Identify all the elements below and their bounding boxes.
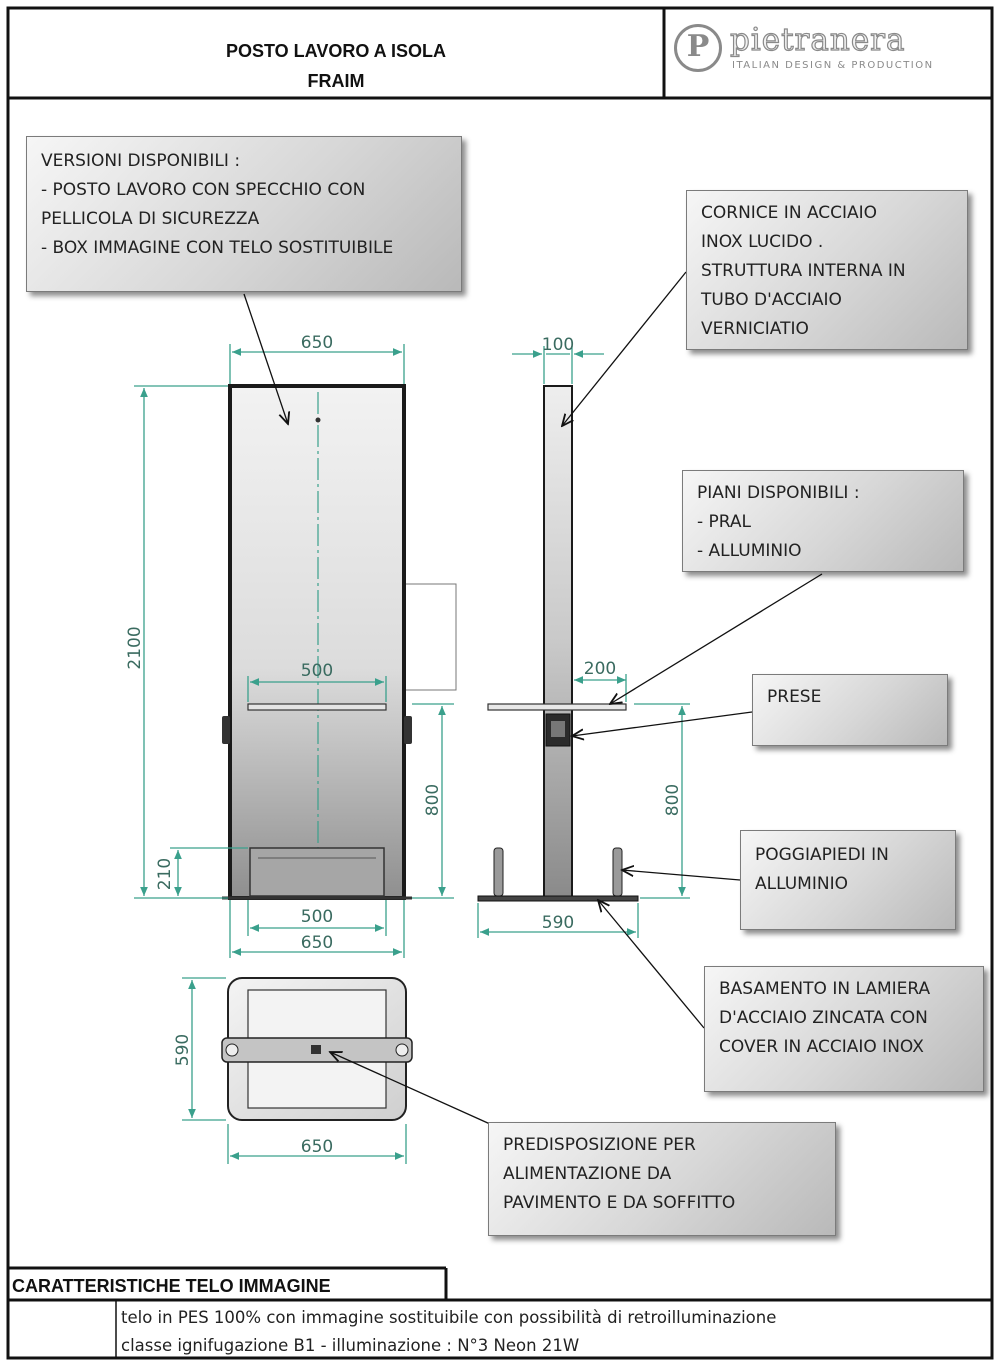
dim-shelf-width: 500 xyxy=(301,661,333,681)
callout-line: VERNICIATIO xyxy=(701,319,809,339)
specs-line-2: classe ignifugazione B1 - illuminazione … xyxy=(121,1336,580,1355)
side-base xyxy=(477,895,639,902)
callout-line: ALIMENTAZIONE DA xyxy=(503,1164,672,1184)
callout-line: - PRAL xyxy=(697,512,752,532)
callout-line: CORNICE IN ACCIAIO xyxy=(701,203,878,223)
pietranera-p-logo-icon: P xyxy=(674,24,722,72)
callout-line: D'ACCIAIO ZINCATA CON xyxy=(719,1008,928,1028)
dim-plan-depth: 590 xyxy=(173,1034,193,1066)
dim-plan-width: 650 xyxy=(301,1137,333,1157)
dim-side-shelf: 200 xyxy=(584,659,616,679)
side-shelf xyxy=(487,703,627,711)
callout-line: POGGIAPIEDI IN xyxy=(755,845,889,865)
plan-view xyxy=(221,977,413,1121)
title-line-1: POSTO LAVORO A ISOLA xyxy=(225,41,447,61)
specs-heading: CARATTERISTICHE TELO IMMAGINE xyxy=(12,1276,331,1296)
side-view xyxy=(477,385,639,902)
callout-line: VERSIONI DISPONIBILI : xyxy=(41,151,241,171)
callout-line: PRESE xyxy=(767,687,822,707)
dim-side-depth: 100 xyxy=(542,335,574,355)
leader-cornice xyxy=(562,271,687,426)
front-view xyxy=(222,384,457,900)
callout-line: STRUTTURA INTERNA IN xyxy=(701,261,906,281)
leader-predisposizione xyxy=(330,1052,491,1125)
dim-base-width: 650 xyxy=(301,933,333,953)
side-dimension-lines xyxy=(477,346,690,938)
sheet-frame xyxy=(6,6,994,1360)
leader-piani xyxy=(610,573,823,704)
callout-line: PREDISPOSIZIONE PER xyxy=(503,1135,696,1155)
side-footrest-left xyxy=(493,847,504,897)
leader-arrows xyxy=(243,271,823,1125)
plan-dimension-lines xyxy=(182,977,407,1164)
drawing-title: POSTO LAVORO A ISOLA FRAIM xyxy=(10,10,662,96)
callout-line: INOX LUCIDO . xyxy=(701,232,824,252)
callout-line: PAVIMENTO E DA SOFFITTO xyxy=(503,1193,736,1213)
callout-line: PELLICOLA DI SICUREZZA xyxy=(41,209,260,229)
company-logo: P pietranera ITALIAN DESIGN & PRODUCTION xyxy=(668,10,990,96)
callout-line: TUBO D'ACCIAIO xyxy=(701,290,842,310)
logo-brand: pietranera xyxy=(729,21,906,58)
callout-basamento: BASAMENTO IN LAMIERA D'ACCIAIO ZINCATA C… xyxy=(704,966,984,1092)
plan-socket xyxy=(311,1045,321,1054)
dim-front-height: 2100 xyxy=(125,626,145,669)
side-footrest-right xyxy=(612,847,623,897)
callout-poggiapiedi: POGGIAPIEDI IN ALLUMINIO xyxy=(740,830,956,930)
dim-shelf-height: 800 xyxy=(423,784,443,816)
logo-tagline: ITALIAN DESIGN & PRODUCTION xyxy=(732,60,934,71)
callout-line: ALLUMINIO xyxy=(755,874,848,894)
front-panel xyxy=(228,384,406,900)
side-post xyxy=(543,385,573,899)
dim-side-shelf-height: 800 xyxy=(663,784,683,816)
leader-basamento xyxy=(598,900,705,1029)
callout-prese: PRESE xyxy=(752,674,948,746)
title-line-2: FRAIM xyxy=(307,71,365,91)
callout-line: - BOX IMMAGINE CON TELO SOSTITUIBILE xyxy=(41,238,394,258)
callout-versioni: VERSIONI DISPONIBILI : - POSTO LAVORO CO… xyxy=(26,136,462,292)
callout-line: COVER IN ACCIAIO INOX xyxy=(719,1037,924,1057)
callout-predisposizione: PREDISPOSIZIONE PER ALIMENTAZIONE DA PAV… xyxy=(488,1122,836,1236)
callout-line: PIANI DISPONIBILI : xyxy=(697,483,860,503)
dim-side-base: 590 xyxy=(542,913,574,933)
callout-cornice: CORNICE IN ACCIAIO INOX LUCIDO . STRUTTU… xyxy=(686,190,968,350)
front-footrest xyxy=(249,847,385,897)
dimension-labels: 650 2100 500 800 210 500 650 100 200 800… xyxy=(125,333,683,1157)
leader-poggiapiedi xyxy=(622,870,741,881)
specs-text: telo in PES 100% con immagine sostituibi… xyxy=(121,1304,776,1360)
leader-versioni xyxy=(243,293,288,424)
leader-prese xyxy=(572,711,753,736)
specs-line-1: telo in PES 100% con immagine sostituibi… xyxy=(121,1308,777,1327)
callout-line: - ALLUMINIO xyxy=(697,541,802,561)
front-dimension-lines xyxy=(134,344,454,958)
dim-base-inner-width: 500 xyxy=(301,907,333,927)
callout-line: BASAMENTO IN LAMIERA xyxy=(719,979,931,999)
callout-piani: PIANI DISPONIBILI : - PRAL - ALLUMINIO xyxy=(682,470,964,572)
dim-front-width: 650 xyxy=(301,333,333,353)
callout-line: - POSTO LAVORO CON SPECCHIO CON xyxy=(41,180,366,200)
front-shelf xyxy=(247,703,387,711)
dim-footrest-height: 210 xyxy=(155,858,175,890)
